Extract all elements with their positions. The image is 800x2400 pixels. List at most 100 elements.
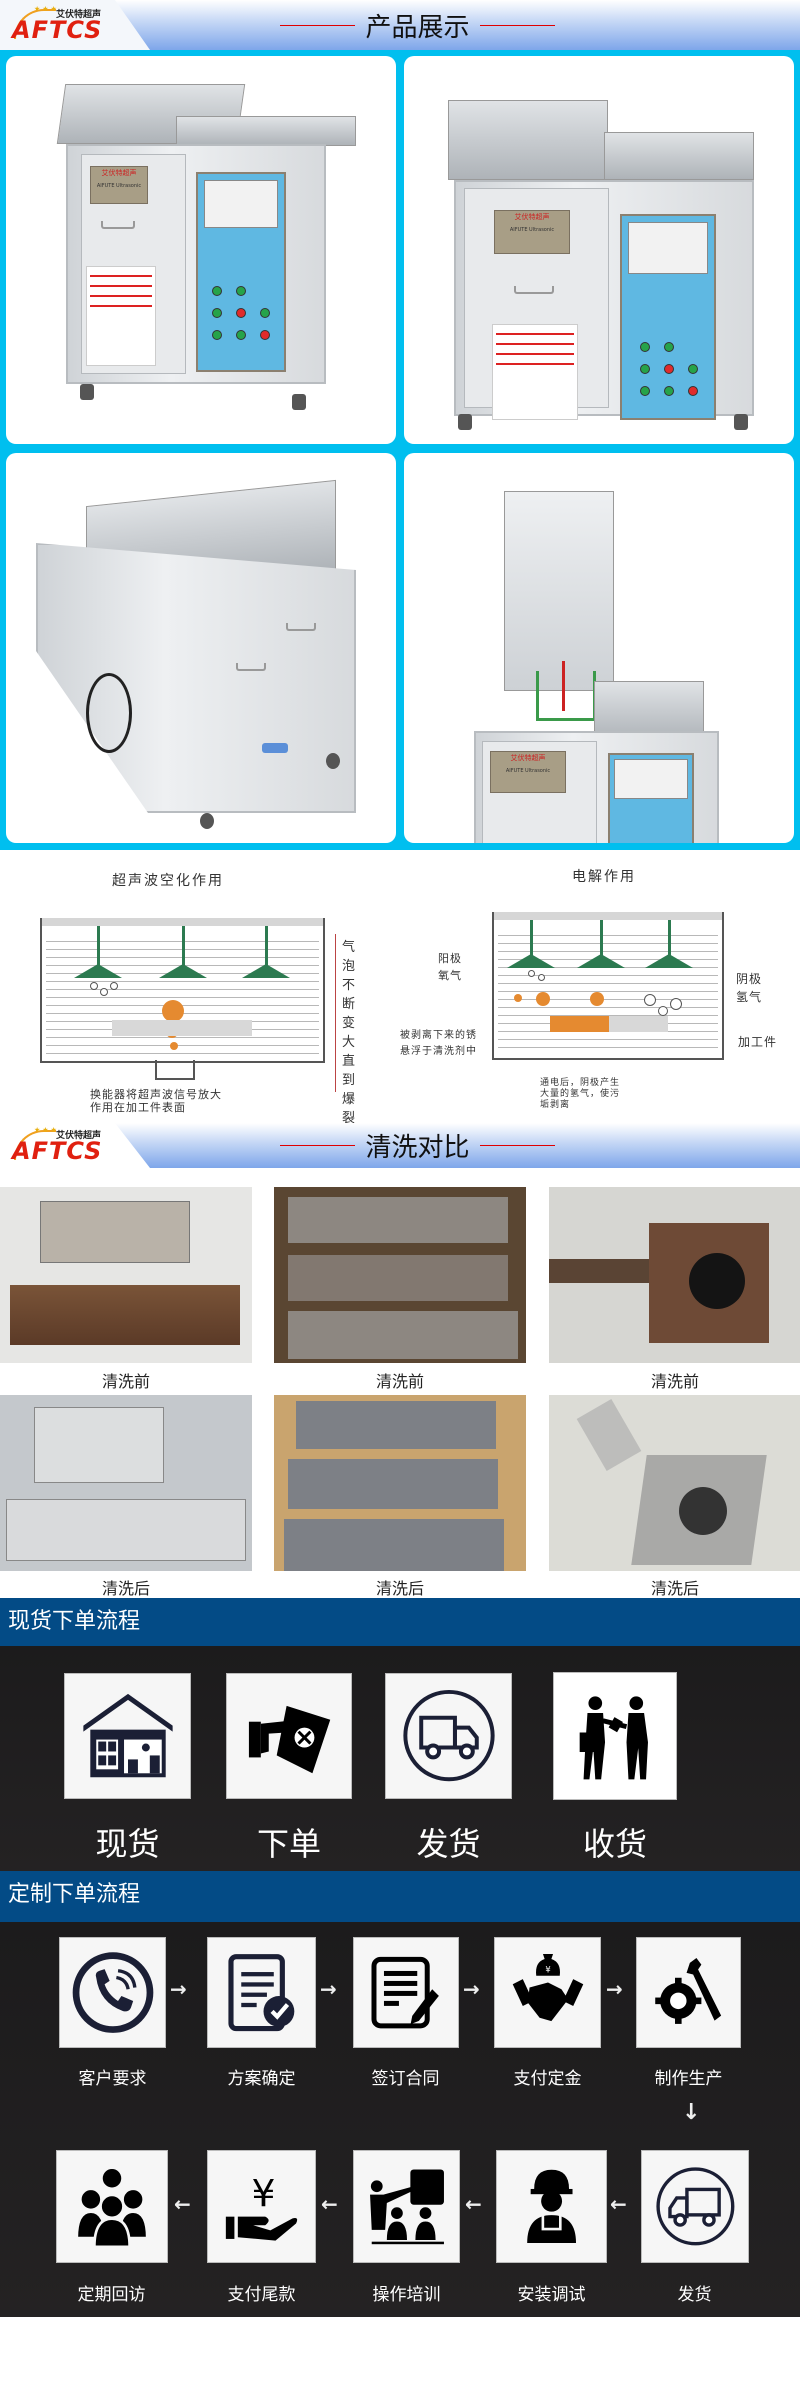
step-label: 收货 [582,1825,647,1863]
power-cable-icon [86,673,132,753]
before-label: 清洗前 [101,1372,150,1391]
brand-logo: ★★★ 艾伏特超声 AFTCS [12,1126,107,1165]
note-line: 垢剥离 [540,1100,571,1110]
product-card-2[interactable]: 艾伏特超声 AIFUTE Ultrasonic [404,56,794,444]
nameplate-en: AIFUTE Ultrasonic [505,768,551,774]
receive-handover-icon [553,1672,677,1800]
step-label: 发货 [677,2285,712,2305]
step-label: 发货 [416,1825,481,1863]
diagram-electrolysis: 电解作用 阳极 氧气 阴极 氢气 被剥离下来的锈 悬浮于清洗剂中 加工件 通电后… [400,850,800,1120]
title-rule-right [479,1145,555,1146]
bottom-note: 通电后，阴极产生 大量的氢气，使污 垢剥离 [540,1078,620,1111]
photo-before-2[interactable] [274,1187,526,1363]
cathode-label: 阴极 氢气 [736,970,762,1006]
step-label: 支付定金 [513,2069,582,2089]
brand-logo: ★★★ 艾伏特超声 AFTCS [12,5,107,44]
svg-text:¥: ¥ [251,2171,275,2215]
custom-process-title: 定制下单流程 [0,1871,800,1922]
nameplate-en: AIFUTE Ultrasonic [96,183,142,189]
note-line: 通电后，阴极产生 [540,1078,621,1088]
note-line: 作用在加工件表面 [90,1101,186,1114]
after-label: 清洗后 [375,1579,424,1598]
arrow-left-icon: ← [321,2192,338,2216]
anode-label: 阳极 氧气 [438,950,462,984]
section-header-cleaning-comparison: ★★★ 艾伏特超声 AFTCS 清洗对比 [0,1123,800,1168]
nameplate-text: 艾伏特超声 [514,213,550,221]
step-label: 签订合同 [371,2069,440,2089]
diagram-title: 超声波空化作用 [112,873,224,889]
bottom-note: 换能器将超声波信号放大 作用在加工件表面 [90,1088,222,1114]
machine-image: 艾伏特超声 AIFUTE Ultrasonic [46,76,366,416]
after-label: 清洗后 [101,1579,150,1598]
before-label: 清洗前 [375,1372,424,1391]
diagram-ultrasonic-cavitation: 超声波空化作用 气泡不断变大直到爆裂 换能器将超声波信号放大 作用在加工件表面 [0,850,400,1126]
step-label: 现货 [95,1825,160,1863]
product-card-1[interactable]: 艾伏特超声 AIFUTE Ultrasonic [6,56,396,444]
title-rule-right [479,24,555,26]
training-icon [353,2150,460,2263]
photo-after-1[interactable] [0,1395,252,1571]
label-text: 悬浮于清洗剂中 [400,1046,477,1057]
section-title: 清洗对比 [365,1133,470,1163]
nameplate-en: AIFUTE Ultrasonic [509,227,555,233]
order-icon [226,1673,352,1799]
logo-text-en: AFTCS [12,1137,103,1165]
stock-process-panel: 现货 下单 发货 收货 [0,1646,800,1871]
label-text: 被剥离下来的锈 [400,1030,477,1041]
document-check-icon [207,1937,316,2048]
label-text: 阴极 [736,972,763,986]
step-label: 制作生产 [654,2069,723,2089]
arrow-left-icon: ← [174,2192,191,2216]
tank-icon [40,918,325,1063]
tank-icon [492,912,724,1060]
nameplate-text: 艾伏特超声 [101,169,137,177]
title-rule-left [280,24,356,26]
arrow-down-icon: ↓ [682,2100,701,2125]
product-gallery: 艾伏特超声 AIFUTE Ultrasonic 艾伏特超声 AIFUTE Ultra… [0,50,800,850]
delivery-truck-icon [641,2150,749,2263]
label-text: 阳极 [438,952,462,965]
photo-before-1[interactable] [0,1187,252,1363]
step-label: 操作培训 [372,2285,441,2305]
label-text: 氢气 [736,990,763,1004]
title-rule-left [280,1145,356,1146]
after-label: 清洗后 [650,1579,699,1598]
side-note: 气泡不断变大直到爆裂 [342,940,356,1126]
delivery-truck-icon [385,1673,512,1799]
drain-valve-icon [262,743,288,753]
leader-line [335,934,336,1092]
hand-yen-icon: ¥ [207,2150,316,2263]
custom-process-panel: ¥ → → → → 客户要求 方案确定 签订合同 支付定金 制作生产 ↓ ¥ ←… [0,1922,800,2317]
title-wrap: 清洗对比 [235,1123,600,1168]
arrow-left-icon: ← [610,2192,627,2216]
step-label: 下单 [256,1825,321,1863]
photo-after-2[interactable] [274,1395,526,1571]
arrow-right-icon: → [320,1977,337,2001]
logo-text-en: AFTCS [12,16,103,44]
product-card-3[interactable] [6,453,396,843]
stock-process-title: 现货下单流程 [0,1598,800,1646]
warehouse-icon [64,1673,191,1799]
worker-icon [496,2150,607,2263]
workpiece-label: 加工件 [738,1035,778,1049]
arrow-right-icon: → [463,1977,480,2001]
photo-before-3[interactable] [549,1187,800,1363]
gear-wrench-icon [636,1937,741,2048]
photo-after-3[interactable] [549,1395,800,1571]
transducer-icon [155,1060,195,1080]
machine-image [26,473,386,833]
logo-stars-icon: ★★★ [34,5,59,13]
title-wrap: 产品展示 [235,0,600,50]
step-label: 安装调试 [517,2285,586,2305]
note-line: 换能器将超声波信号放大 [90,1088,222,1101]
step-label: 定期回访 [77,2285,146,2305]
note-line: 大量的氢气，使污 [540,1089,621,1099]
logo-stars-icon: ★★★ [34,1126,59,1134]
basket-icon [536,671,596,721]
arrow-right-icon: → [170,1977,187,2001]
svg-text:¥: ¥ [545,1964,550,1974]
logo-text-cn: 艾伏特超声 [56,1131,102,1141]
step-label: 客户要求 [78,2069,147,2089]
